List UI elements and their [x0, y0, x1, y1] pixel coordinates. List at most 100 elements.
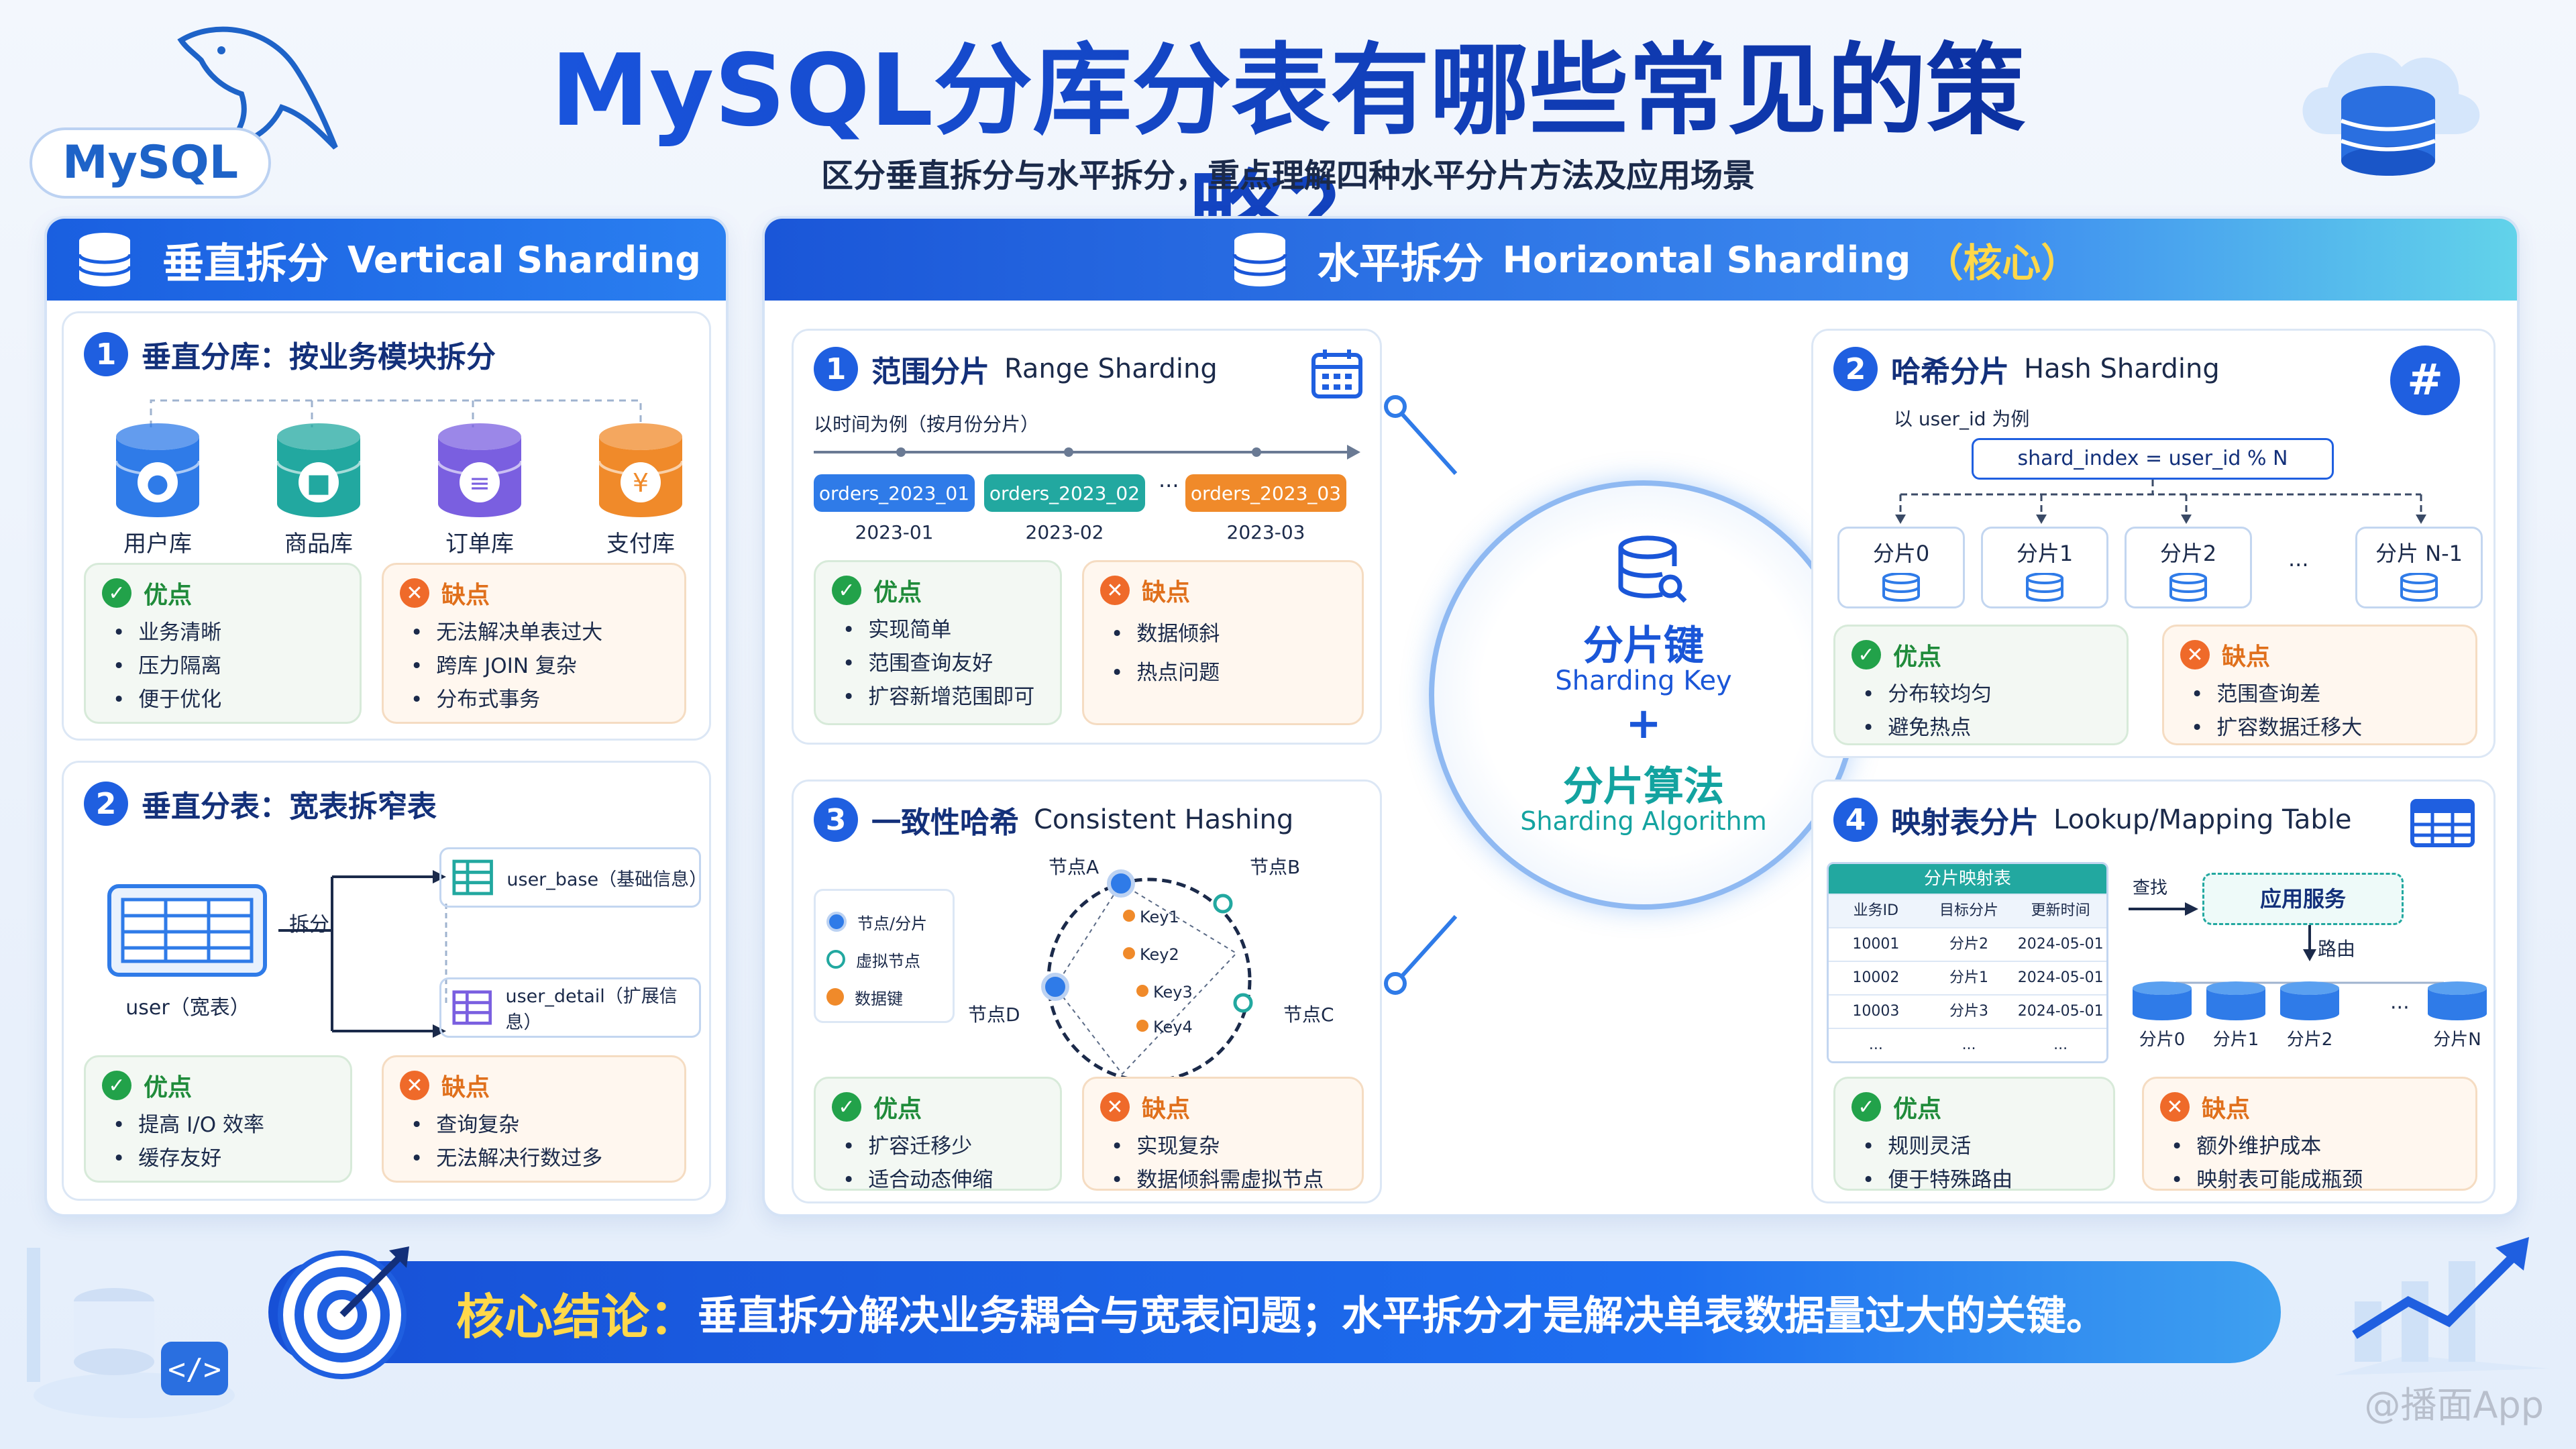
- check-icon: ✓: [102, 578, 131, 608]
- cross-icon: ✕: [2180, 640, 2210, 669]
- key-label: Key4: [1153, 1018, 1193, 1036]
- hash-shard: 分片2: [2125, 527, 2252, 608]
- card-title-en: Lookup/Mapping Table: [2053, 804, 2352, 835]
- pros-item: 提高 I/O 效率: [102, 1108, 334, 1142]
- pros-title: 优点: [1893, 1095, 1942, 1123]
- table-cell: 更新时间: [2031, 902, 2090, 919]
- plus-sign: +: [1625, 699, 1662, 749]
- cross-icon: ✕: [400, 578, 429, 608]
- pros-item: 规则灵活: [1851, 1130, 2097, 1163]
- cross-icon: ✕: [1100, 1092, 1130, 1122]
- table-icon: [452, 859, 493, 896]
- cons-title: 缺点: [2222, 643, 2271, 671]
- range-shard-tag: orders_2023_03: [1185, 474, 1346, 512]
- range-date: 2023-02: [1025, 521, 1104, 543]
- pros-item: 缓存友好: [102, 1142, 334, 1175]
- lookup-shard: 分片0: [2129, 980, 2196, 1051]
- pros-item: 便于特殊路由: [1851, 1163, 2097, 1197]
- pros-item: 业务清晰: [102, 616, 343, 649]
- wide-table-icon: [107, 884, 267, 977]
- card-title: 4 映射表分片 Lookup/Mapping Table: [1833, 798, 2352, 842]
- pros-title: 优点: [1893, 643, 1942, 671]
- cons-box: ✕缺点 查询复杂 无法解决行数过多: [382, 1055, 686, 1183]
- check-icon: ✓: [1851, 1092, 1881, 1122]
- check-icon: ✓: [832, 576, 861, 605]
- code-database-icon: </>: [27, 1248, 235, 1418]
- pros-item: 实现简单: [832, 613, 1044, 647]
- pros-box: ✓优点 扩容迁移少 适合动态伸缩: [814, 1077, 1062, 1192]
- bag-icon: ■: [307, 468, 331, 498]
- db-label: 支付库: [606, 531, 675, 557]
- key-label: Key2: [1140, 945, 1179, 964]
- table-cell: ...: [1962, 1036, 1976, 1053]
- hash-shard: 分片0: [1837, 527, 1965, 608]
- horizontal-title-core: （核心）: [1924, 240, 2080, 286]
- node-b: [1213, 894, 1233, 914]
- key4-dot: [1136, 1020, 1148, 1032]
- target-icon: [278, 1246, 409, 1379]
- user-base-table: user_base（基础信息）: [439, 847, 707, 908]
- pros-item: 便于优化: [102, 683, 343, 716]
- db-label: 用户库: [123, 531, 192, 557]
- lookup-ellipsis: ···: [2390, 996, 2410, 1020]
- grid-table-icon: [2410, 799, 2475, 847]
- database-cylinder-icon: ■: [276, 423, 362, 517]
- legend-label: 节点/分片: [857, 914, 928, 933]
- vertical-table-split-card: 2 垂直分表：宽表拆窄表 user（宽表） 拆分 user_base（基础信息）…: [62, 761, 711, 1201]
- table-cell: 10001: [1852, 936, 1900, 953]
- user-detail-table: user_detail（扩展信息）: [439, 977, 701, 1038]
- key1-dot: [1123, 910, 1135, 922]
- cons-title: 缺点: [2202, 1095, 2251, 1123]
- pros-box: ✓ 优点 提高 I/O 效率 缓存友好: [84, 1055, 352, 1183]
- pros-item: 适合动态伸缩: [832, 1163, 1044, 1197]
- table-cell: 目标分片: [1939, 902, 1999, 919]
- cons-box: ✕缺点 数据倾斜 热点问题: [1082, 560, 1364, 725]
- lookup-shard: 分片1: [2202, 980, 2269, 1051]
- sharding-key-cn: 分片键: [1583, 623, 1704, 669]
- vertical-panel-header: 垂直拆分 Vertical Sharding: [47, 219, 726, 301]
- pros-title: 优点: [873, 1095, 922, 1123]
- route-label: 路由: [2318, 938, 2356, 960]
- card-title-en: Range Sharding: [1004, 354, 1218, 384]
- card-title: 2 垂直分表：宽表拆窄表: [84, 782, 437, 826]
- shard-db-icon: [2428, 981, 2487, 1020]
- pros-item: 扩容迁移少: [832, 1130, 1044, 1163]
- step-number: 4: [1833, 798, 1878, 842]
- range-ellipsis: ···: [1159, 473, 1179, 498]
- cross-icon: ✕: [400, 1071, 429, 1100]
- cons-box: ✕缺点 实现复杂 数据倾斜需虚拟节点: [1082, 1077, 1364, 1192]
- hash-note: 以 user_id 为例: [1894, 408, 2030, 430]
- app-service-box: 应用服务: [2202, 873, 2404, 925]
- card-title-en: Consistent Hashing: [1034, 804, 1294, 835]
- node-a: [1107, 869, 1135, 898]
- cloud-database-icon: [2302, 52, 2480, 176]
- check-icon: ✓: [102, 1071, 131, 1100]
- pros-title: 优点: [873, 579, 922, 606]
- range-sharding-card: 1 范围分片 Range Sharding 以时间为例（按月份分片） order…: [792, 329, 1382, 745]
- user-detail-label: user_detail（扩展信息）: [505, 986, 678, 1033]
- conclusion-banner: 核心结论： 垂直拆分解决业务耦合与宽表问题；水平拆分才是解决单表数据量过大的关键…: [268, 1261, 2281, 1363]
- cons-box: ✕缺点 范围查询差 扩容数据迁移大: [2162, 625, 2477, 745]
- db-item: ■商品库: [258, 421, 379, 558]
- cons-item: 范围查询差: [2180, 678, 2459, 711]
- pros-title: 优点: [144, 1074, 193, 1102]
- cons-title: 缺点: [1142, 1095, 1191, 1123]
- cons-title: 缺点: [441, 1074, 490, 1102]
- range-shard-tag: orders_2023_02: [984, 474, 1145, 512]
- card-title-text: 垂直分库：按业务模块拆分: [142, 340, 496, 374]
- cons-item: 映射表可能成瓶颈: [2160, 1163, 2459, 1197]
- step-number: 1: [84, 332, 128, 376]
- db-item: ≡订单库: [419, 421, 540, 558]
- node-label: 节点D: [968, 1004, 1020, 1026]
- shard-db-icon: [2026, 573, 2063, 602]
- hash-sharding-card: 2 哈希分片 Hash Sharding # 以 user_id 为例 shar…: [1811, 329, 2496, 758]
- data-key-icon: [826, 988, 844, 1006]
- step-number: 2: [84, 782, 128, 826]
- table-cell: ...: [2053, 1036, 2068, 1053]
- hash-ring: [1041, 869, 1253, 1083]
- shard-db-icon: [2206, 981, 2265, 1020]
- table-cell: 2024-05-01: [2017, 1003, 2104, 1020]
